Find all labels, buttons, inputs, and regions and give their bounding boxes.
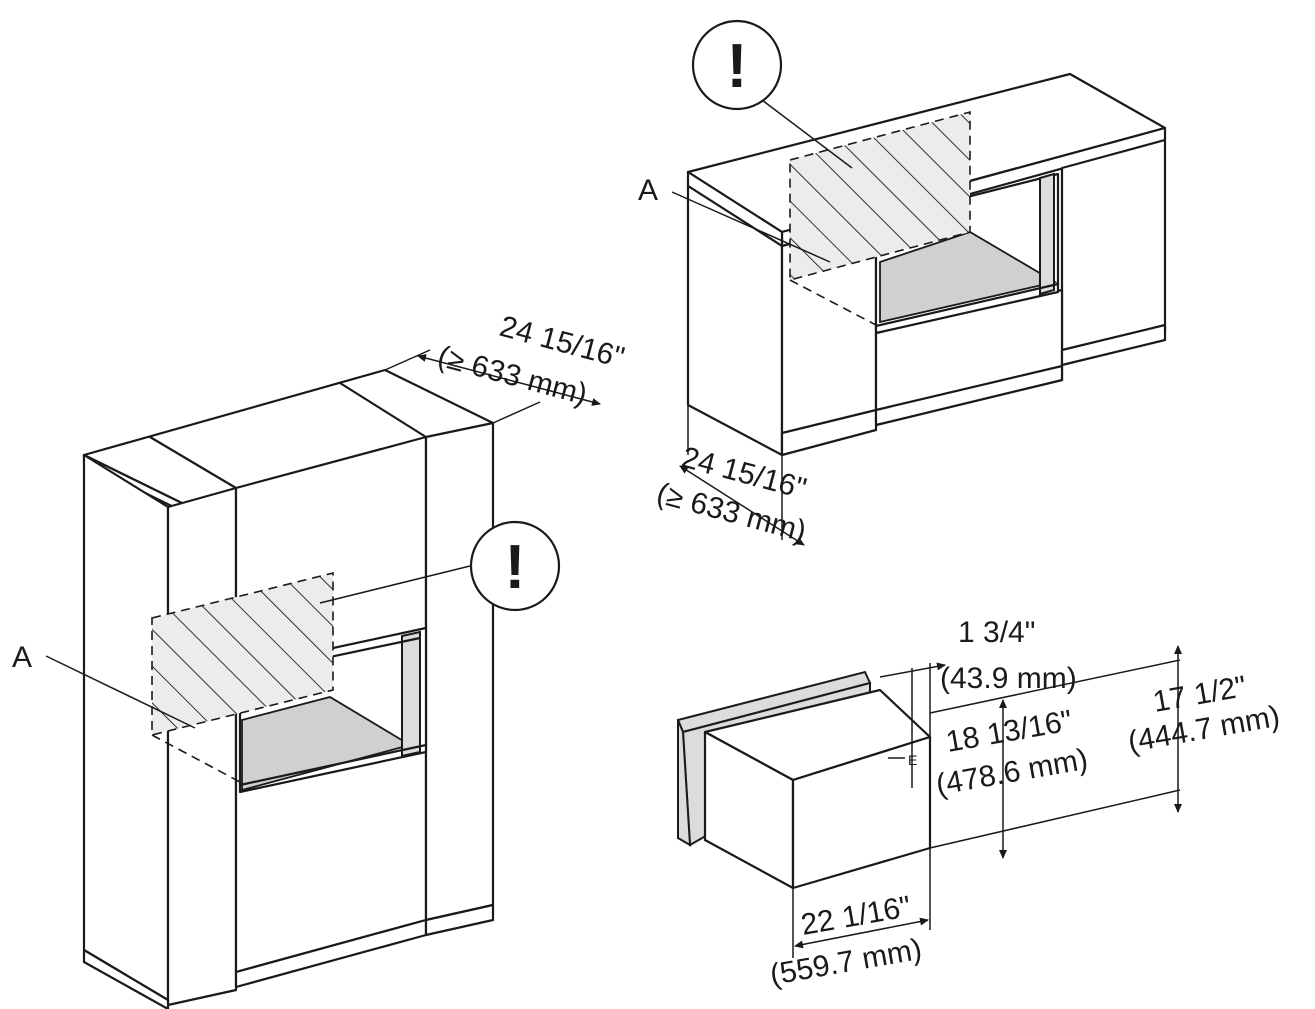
body-height-ext-bottom (929, 789, 1181, 849)
a-label-left: A (12, 641, 32, 674)
a-label-top: A (638, 174, 658, 207)
tall-cabinet-depth-guide (151, 734, 241, 783)
tall-depth-ext-left (384, 349, 431, 371)
tall-cabinet-right-front (424, 421, 495, 922)
top-panel-split-left (148, 435, 238, 490)
width-dimension-line (794, 917, 929, 949)
a-callout-line-top (671, 191, 831, 263)
tall-cabinet-left-front (166, 486, 238, 1007)
offset-imperial: 1 3/4" (958, 616, 1035, 649)
body-height-ext-top (929, 659, 1181, 714)
tall-depth-dimension-line (417, 354, 601, 406)
warning-leader-top (761, 99, 853, 169)
base-cabinet-plinth-center (874, 364, 1064, 427)
base-cabinet-plinth-right (1060, 323, 1167, 367)
ventilation-cutout-area-top (789, 110, 971, 282)
a-callout-line-left (45, 655, 196, 729)
warning-icon-left: ! (505, 533, 526, 602)
warning-circle-left (469, 520, 561, 612)
warning-icon-top: ! (727, 32, 748, 101)
warning-leader-left (319, 565, 471, 604)
offset-metric: (43.9 mm) (940, 662, 1077, 695)
base-depth-dimension-line (679, 465, 805, 546)
base-cabinet-niche-lip (874, 282, 1060, 328)
appliance-front-panel-edge (677, 719, 692, 847)
base-cabinet-niche-side (1039, 172, 1055, 296)
ventilation-cutout-area (151, 571, 334, 737)
base-cabinet-depth-guide (789, 279, 877, 326)
width-metric: (559.7 mm) (767, 933, 924, 992)
tall-cabinet-plinth-left (82, 948, 170, 1009)
warning-circle-top (691, 19, 783, 111)
top-panel-split-right (338, 381, 428, 439)
tall-cabinet: A ! 24 15/16" (≥ 633 mm) (12, 310, 628, 1009)
offset-dimension-line (879, 662, 946, 678)
base-cabinet-plinth-left (780, 408, 878, 457)
tall-cabinet-niche-lip (238, 743, 428, 787)
tall-cabinet-plinth-right (424, 903, 495, 937)
tall-cabinet-niche-side (401, 630, 421, 758)
appliance: E 1 3/4" (43.9 mm) 18 13/16" (478.6 mm) … (676, 616, 1282, 992)
tall-depth-ext-right (492, 401, 541, 424)
base-cabinet: A ! 24 15/16" (≥ 633 mm) (638, 19, 1167, 548)
base-cabinet-right-front (1060, 138, 1167, 362)
